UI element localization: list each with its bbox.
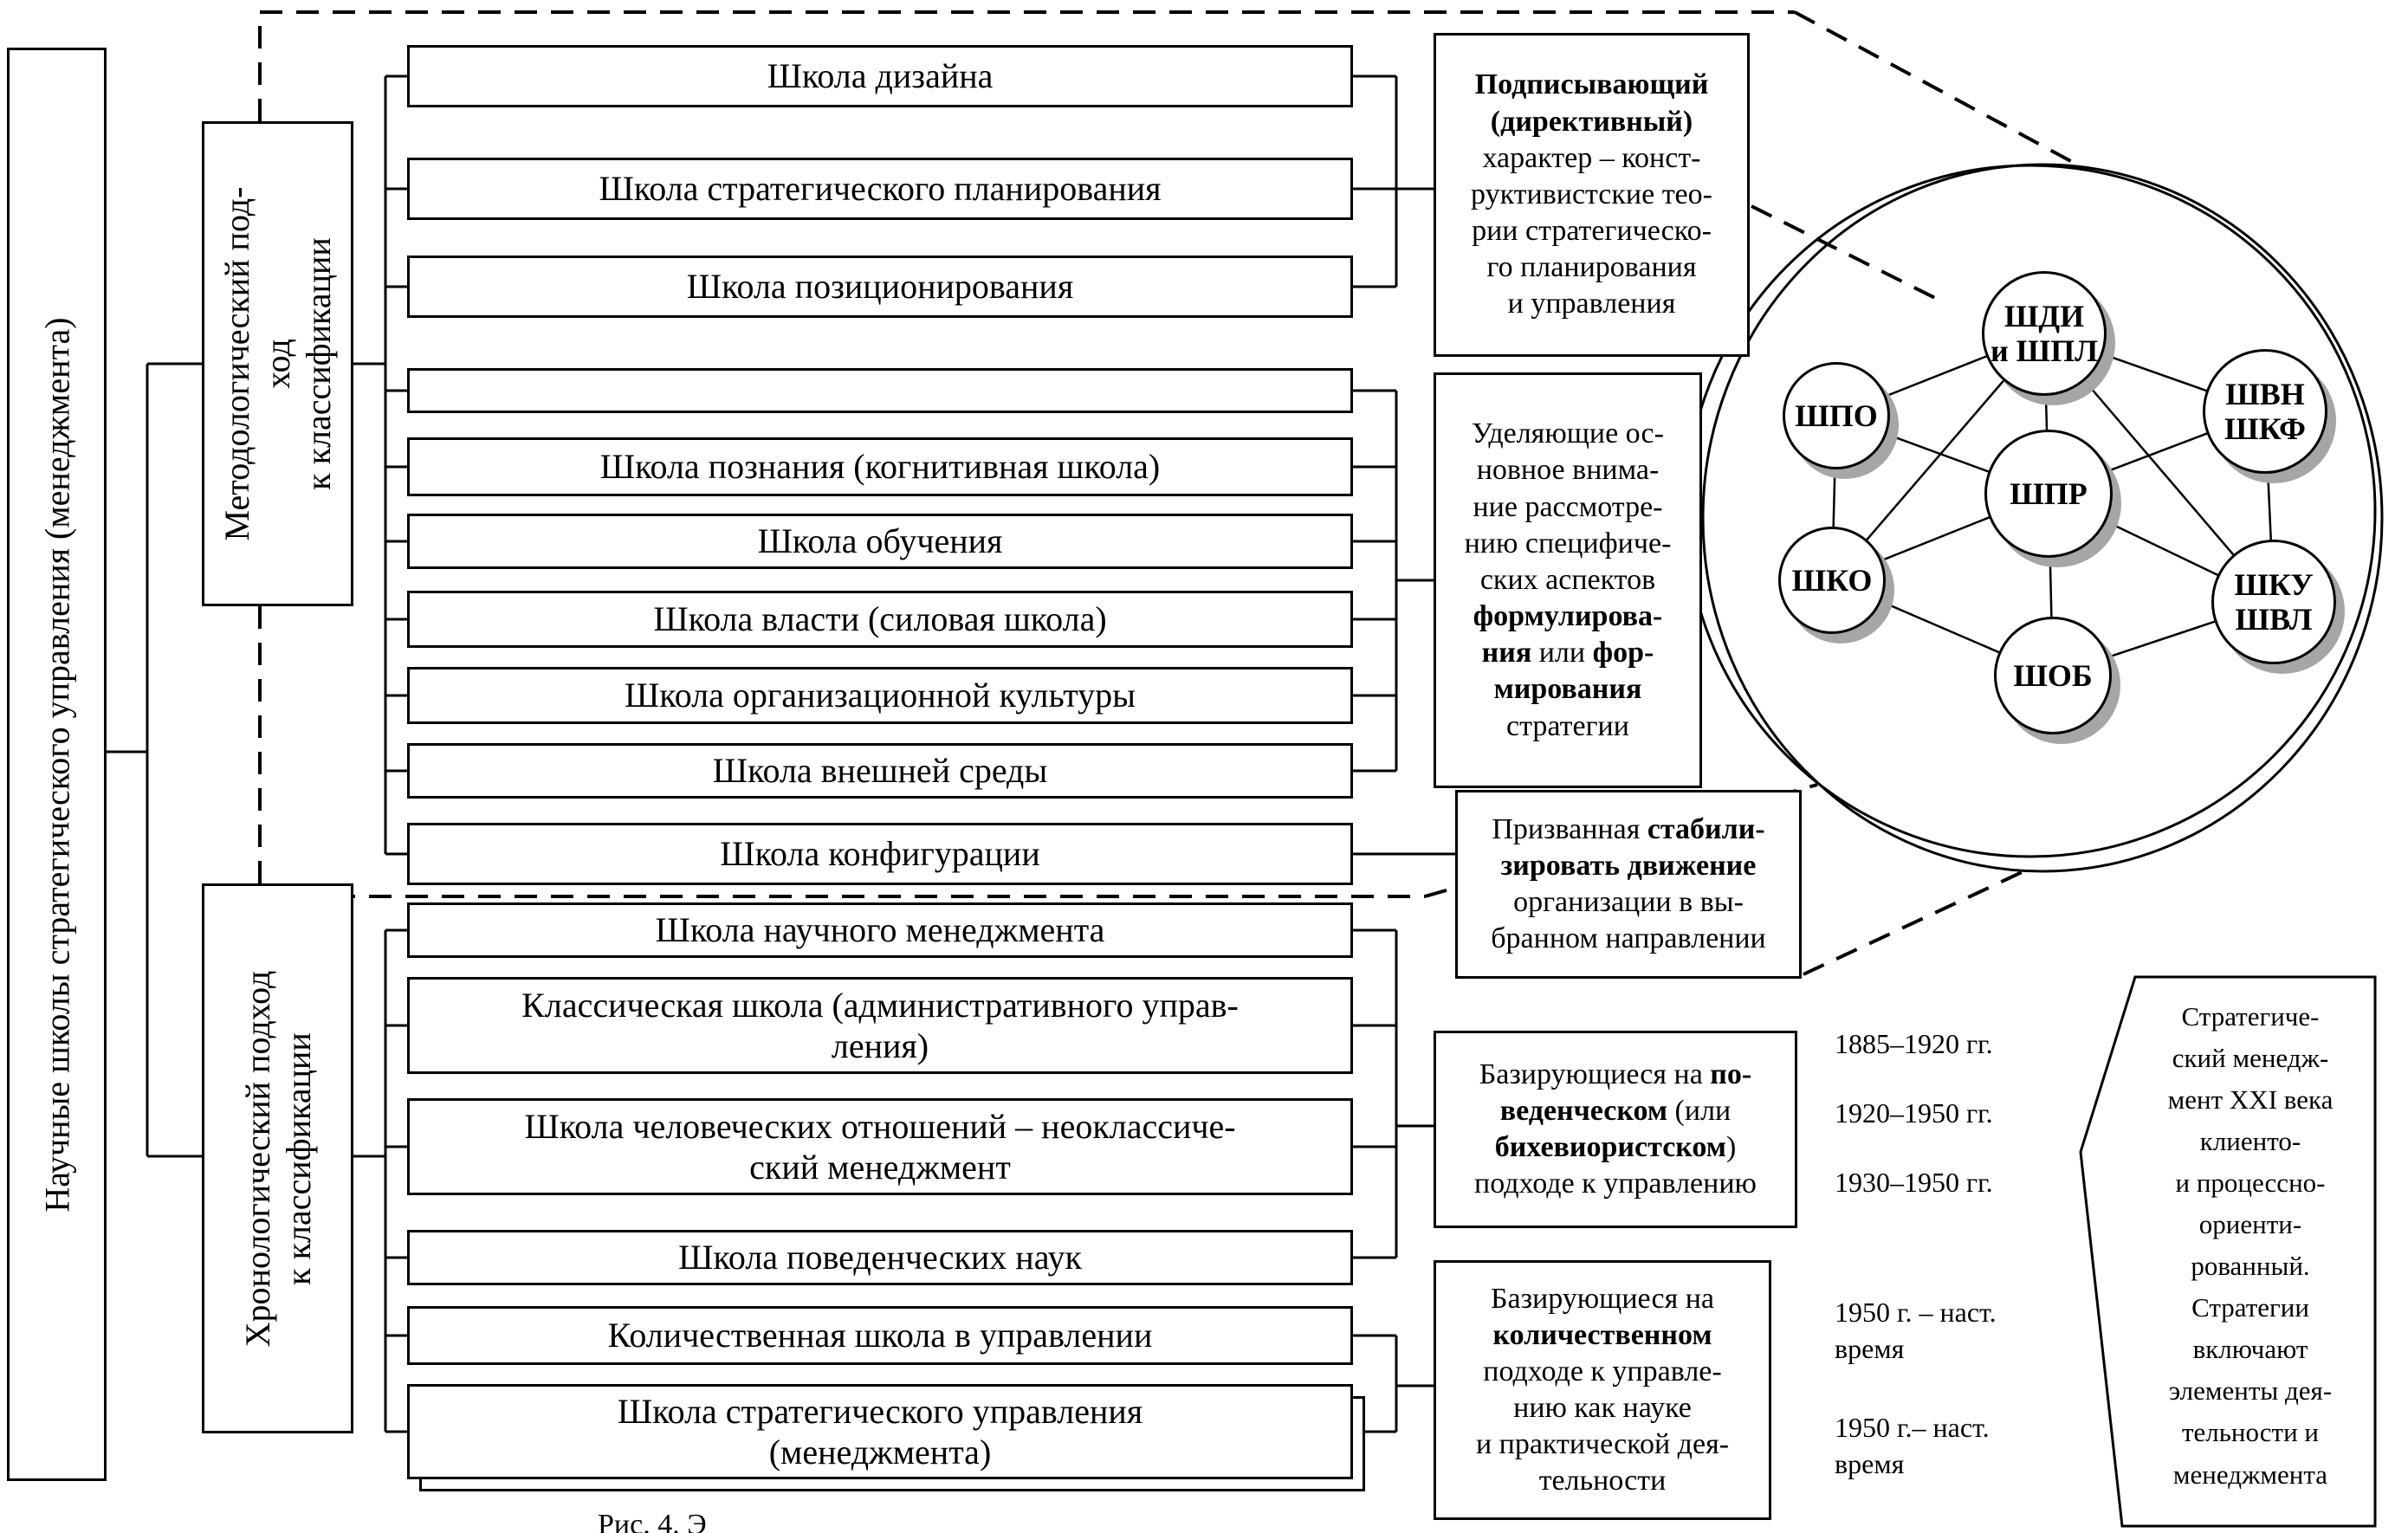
school-box-strategic-mgmt: Школа стратегического управления (менедж… [407,1384,1353,1479]
annotation-prescriptive-text: Подписывающий (директивный) характер – к… [1471,68,1712,320]
school-box-behavioral-sciences: Школа поведенческих наук [407,1230,1353,1285]
date-range-3: 1930–1950 гг. [1835,1167,1993,1198]
school-box-human-relations: Школа человеческих отношений – неокласси… [407,1098,1353,1195]
date-range-2: 1920–1950 гг. [1835,1097,1993,1129]
date-range-1: 1885–1920 гг. [1835,1028,1993,1059]
school-box-configuration: Школа конфигурации [407,823,1353,885]
banner-strategy-21: Стратегиче- ский менедж- мент XXI века к… [2167,1001,2334,1490]
solid-connectors [107,74,1455,1433]
school-box-cognitive: Школа познания (когнитивная школа) [407,437,1353,496]
node-shdi-shpl: ШДИ и ШПЛ [1982,271,2107,396]
school-box-positioning: Школа позиционирования [407,256,1353,318]
school-box-quantitative: Количественная школа в управлении [407,1306,1353,1365]
school-box-classical: Классическая школа (административного уп… [407,977,1353,1074]
category-methodological-label: Методологический под- ход к классификаци… [217,186,339,541]
school-box-environment: Школа внешней среды [407,743,1353,799]
date-range-5: 1950 г.– наст. время [1835,1412,1990,1479]
school-box-strategic-planning: Школа стратегического планирования [407,158,1353,220]
school-box-scientific-mgmt: Школа научного менеджмента [407,902,1353,958]
banner-shape [2079,975,2377,1528]
figure-caption: Рис. 4. Э [598,1509,707,1533]
annotation-specific-aspects-text: Уделяющие ос- новное внима- ние рассмотр… [1464,417,1672,742]
category-chronological: Хронологический подход к классификации [202,883,353,1433]
vertical-title-box: Научные школы стратегического управления… [7,48,107,1481]
annotation-quantitative: Базирующиеся на количественном подходе к… [1434,1260,1771,1520]
school-box-power: Школа власти (силовая школа) [407,591,1353,648]
node-shob: ШОБ [1994,617,2112,734]
vertical-title: Научные школы стратегического управления… [36,316,76,1213]
annotation-quantitative-text: Базирующиеся на количественном подходе к… [1475,1282,1730,1497]
annotation-stabilize-text: Призванная стабили- зировать движение ор… [1491,812,1766,955]
annotation-specific-aspects: Уделяющие ос- новное внима- ние рассмотр… [1434,372,1702,788]
node-shko: ШКО [1778,527,1886,634]
annotation-behavioral: Базирующиеся на по- веденческом (или бих… [1434,1031,1797,1228]
node-shpo: ШПО [1783,362,1890,469]
annotation-prescriptive: Подписывающий (директивный) характер – к… [1434,33,1750,357]
node-shku-shvl: ШКУ ШВЛ [2211,540,2336,664]
node-shvn-shkf: ШВН ШКФ [2203,349,2327,474]
school-box-design: Школа дизайна [407,45,1353,107]
school-box-unlabeled [407,368,1353,413]
annotation-stabilize: Призванная стабили- зировать движение ор… [1455,790,1802,979]
category-methodological: Методологический под- ход к классификаци… [202,121,353,606]
category-chronological-label: Хронологический подход к классификации [237,970,318,1347]
school-box-learning: Школа обучения [407,514,1353,569]
school-box-org-culture: Школа организационной культуры [407,667,1353,724]
annotation-behavioral-text: Базирующиеся на по- веденческом (или бих… [1474,1058,1757,1200]
node-shpr: ШПР [1984,430,2113,558]
date-range-4: 1950 г. – наст. время [1835,1297,1997,1364]
